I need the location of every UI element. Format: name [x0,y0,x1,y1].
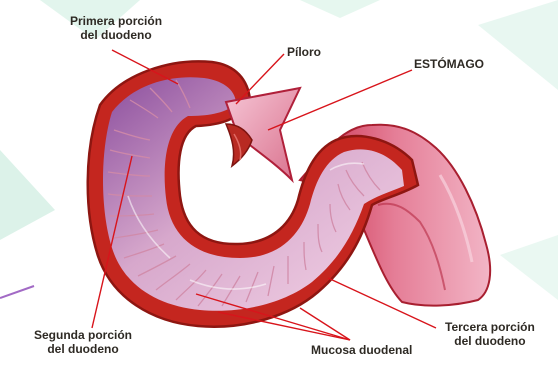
label-tercera-porcion: Tercera porción del duodeno [445,320,535,348]
label-primera-line1: Primera porción [70,14,162,28]
label-segunda-porcion: Segunda porción del duodeno [34,328,132,356]
label-segunda-line2: del duodeno [34,342,132,356]
label-segunda-line1: Segunda porción [34,328,132,342]
label-tercera-line1: Tercera porción [445,320,535,334]
label-primera-porcion: Primera porción del duodeno [70,14,162,42]
label-tercera-line2: del duodeno [445,334,535,348]
pylorus [226,88,300,180]
label-estomago: ESTÓMAGO [414,57,484,71]
label-piloro: Píloro [287,45,321,59]
label-primera-line2: del duodeno [70,28,162,42]
label-mucosa-duodenal: Mucosa duodenal [311,343,412,357]
